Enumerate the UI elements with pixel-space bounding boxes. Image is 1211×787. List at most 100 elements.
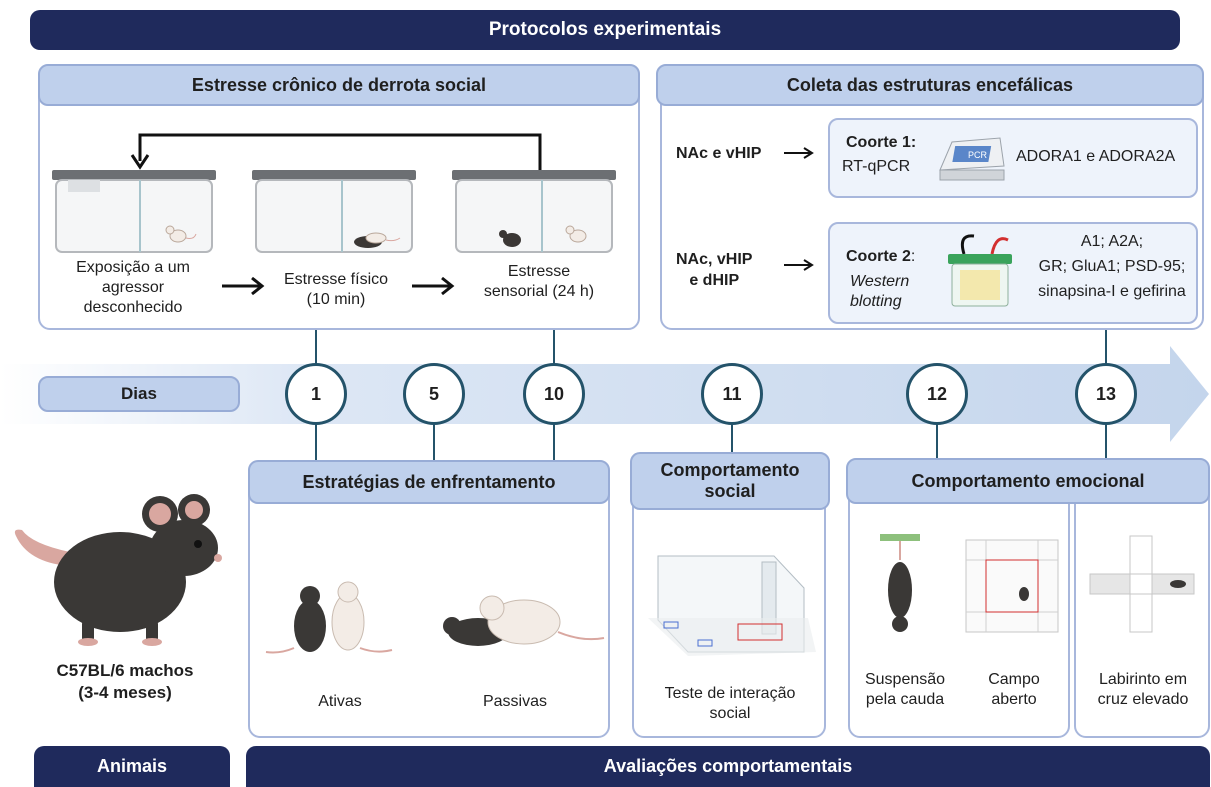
social-header-line: social [704, 481, 756, 501]
top-banner: Protocolos experimentais [30, 10, 1180, 50]
day-number: 5 [428, 383, 439, 404]
day-number: 1 [310, 383, 321, 404]
tail-suspension-icon [880, 534, 920, 632]
arrow-right-icon [412, 276, 455, 296]
open-field-label: Campo aberto [966, 670, 1062, 710]
connector-line [553, 424, 555, 460]
connector-line [315, 330, 317, 364]
row2-regions-line: e dHIP [689, 271, 740, 289]
collection-header-text: Coleta das estruturas encefálicas [786, 74, 1074, 95]
stress-step-3: Estresse sensorial (24 h) [458, 262, 620, 302]
animal-caption: C57BL/6 machos (3-4 meses) [20, 660, 230, 704]
social-test-label: Teste de interação social [640, 684, 820, 724]
cohort-2-box [828, 222, 1198, 324]
coping-header: Estratégias de enfrentamento [248, 460, 610, 504]
connector-line [315, 424, 317, 460]
emotional-header-text: Comportamento emocional [911, 470, 1145, 491]
cohort-1-method: RT-qPCR [842, 158, 911, 175]
day-circle: 11 [701, 363, 763, 425]
assessments-banner: Avaliações comportamentais [246, 746, 1210, 787]
connector-line [936, 424, 938, 460]
animals-banner-text: Animais [96, 756, 168, 776]
open-field-line: aberto [991, 691, 1037, 708]
loop-arrow-icon [130, 133, 542, 170]
day-circle: 5 [403, 363, 465, 425]
open-field-line: Campo [988, 671, 1040, 688]
cohort-2-targets: A1; A2A; GR; GluA1; PSD-95; sinapsina-I … [1024, 230, 1200, 304]
pcr-machine-icon: PCR [939, 137, 1005, 181]
assessments-banner-text: Avaliações comportamentais [603, 756, 853, 776]
stress-step-1-line: agressor [101, 279, 165, 296]
passive-mice-icon [443, 595, 605, 646]
elevated-maze-label: Labirinto em cruz elevado [1078, 670, 1208, 710]
days-label: Dias [38, 376, 240, 412]
social-header: Comportamento social [630, 452, 830, 510]
animals-banner: Animais [34, 746, 230, 787]
coping-header-text: Estratégias de enfrentamento [302, 471, 556, 492]
stress-step-3-line: sensorial (24 h) [483, 283, 595, 300]
stress-step-2-line: Estresse físico [283, 271, 389, 288]
western-blot-icon [948, 234, 1012, 307]
day-circle: 12 [906, 363, 968, 425]
social-header-line: Comportamento [660, 460, 800, 481]
cohort-1-box [828, 118, 1198, 198]
coping-active-label: Ativas [318, 693, 362, 710]
arrow-right-icon [784, 259, 814, 271]
cohort-2-targets-line: A1; A2A; [1080, 233, 1144, 250]
stress-step-3-line: Estresse [507, 263, 571, 280]
row2-regions: NAc, vHIP e dHIP [676, 250, 752, 292]
days-label-text: Dias [121, 384, 157, 404]
stress-step-2-line: (10 min) [306, 291, 366, 308]
cage-3-icon [452, 170, 616, 253]
cohort-2-method: Western blotting [850, 272, 909, 312]
stress-step-2: Estresse físico (10 min) [266, 270, 406, 310]
day-circle: 1 [285, 363, 347, 425]
collection-header: Coleta das estruturas encefálicas [656, 64, 1204, 106]
animal-caption-line: C57BL/6 machos [56, 661, 194, 680]
arrow-right-icon [784, 147, 814, 159]
cohort-2-method-line: blotting [850, 293, 902, 310]
cohort-2-label: Coorte 2: [846, 248, 915, 266]
mouse-illustration-icon [14, 494, 222, 646]
stress-step-1: Exposição a um agressor desconhecido [48, 258, 218, 318]
tail-suspension-label: Suspensão pela cauda [852, 670, 958, 710]
connector-line [553, 330, 555, 364]
cohort-2-targets-line: GR; GluA1; PSD-95; [1038, 257, 1186, 275]
day-number: 11 [722, 383, 742, 404]
cage-2-icon [252, 170, 416, 253]
connector-line [1105, 330, 1107, 364]
connector-line [731, 424, 733, 452]
open-field-icon [965, 539, 1059, 633]
elevated-maze-icon [1089, 535, 1195, 633]
top-banner-title: Protocolos experimentais [488, 19, 722, 40]
social-arena-icon [648, 555, 816, 656]
cage-1-icon [52, 170, 216, 253]
connector-line [433, 424, 435, 460]
emotional-header: Comportamento emocional [846, 458, 1210, 504]
stress-header-text: Estresse crônico de derrota social [191, 74, 487, 95]
social-test-line: Teste de interação [664, 685, 796, 702]
row1-regions: NAc e vHIP [676, 145, 762, 162]
tail-suspension-line: Suspensão [864, 671, 946, 688]
day-circle: 10 [523, 363, 585, 425]
connector-line [1105, 424, 1107, 460]
stress-step-1-line: Exposição a um [76, 259, 190, 276]
cohort-1-targets: ADORA1 e ADORA2A [1016, 148, 1176, 165]
elevated-maze-line: cruz elevado [1097, 691, 1189, 708]
elevated-maze-line: Labirinto em [1098, 671, 1188, 688]
social-test-line: social [709, 705, 751, 722]
day-number: 10 [543, 383, 565, 404]
pcr-label: PCR [968, 150, 988, 160]
day-circle: 13 [1075, 363, 1137, 425]
animal-caption-line: (3-4 meses) [78, 683, 172, 703]
stress-step-1-line: desconhecido [83, 299, 183, 316]
row2-regions-line: NAc, vHIP [676, 251, 753, 268]
cohort-2-method-line: Western [850, 273, 910, 290]
tail-suspension-line: pela cauda [865, 691, 945, 708]
coping-passive-label: Passivas [482, 693, 548, 710]
cohort-2-colon: : [910, 248, 916, 265]
cohort-2-targets-line: sinapsina-I e gefirina [1038, 282, 1186, 300]
day-number: 13 [1095, 383, 1117, 404]
day-number: 12 [926, 383, 948, 404]
cohort-1-label: Coorte 1: [846, 134, 917, 151]
